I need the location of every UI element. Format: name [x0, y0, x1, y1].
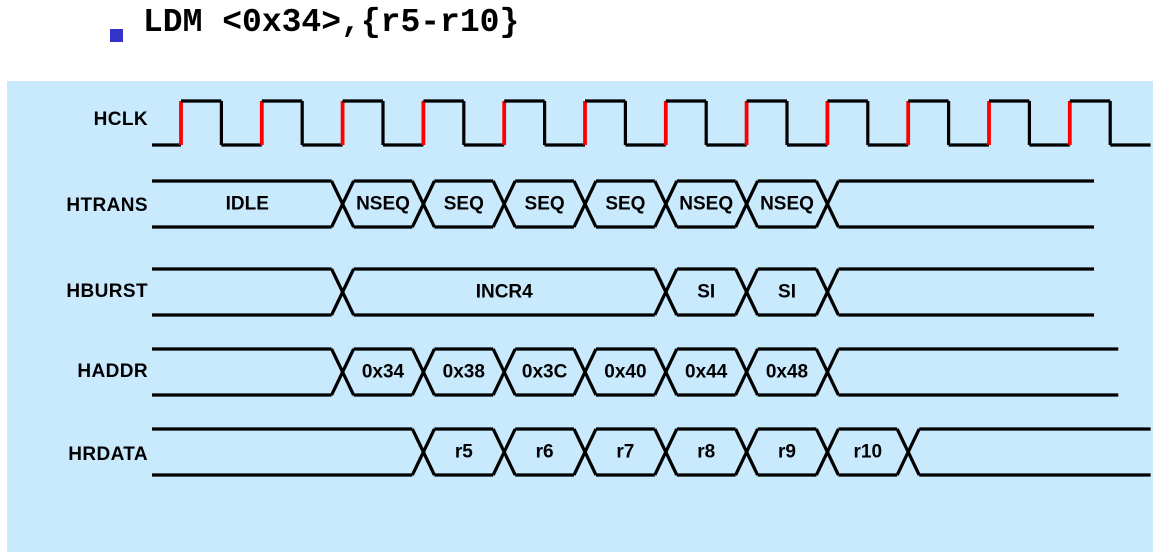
bus-value-hburst: SI: [778, 282, 796, 303]
bus-value-haddr: 0x44: [685, 362, 728, 383]
bus-value-haddr: 0x48: [766, 362, 808, 383]
bus-value-hrdata: r9: [778, 442, 796, 463]
bus-value-hrdata: r6: [536, 442, 554, 463]
bus-value-hburst: SI: [697, 282, 715, 303]
signal-label-htrans: HTRANS: [66, 195, 148, 216]
bus-value-haddr: 0x38: [443, 362, 485, 383]
bus-value-htrans: SEQ: [525, 194, 565, 215]
bus-value-hrdata: r7: [616, 442, 634, 463]
signal-label-hclk: HCLK: [93, 109, 148, 130]
bus-value-hrdata: r10: [854, 442, 883, 463]
signal-label-hburst: HBURST: [66, 281, 148, 302]
bus-value-hrdata: r5: [455, 442, 473, 463]
waveform-panel: HCLK HTRANS HBURST HADDR HRDATA IDLE NSEQ…: [7, 81, 1153, 552]
page-title: LDM <0x34>,{r5-r10}: [143, 4, 520, 41]
slide-title-row: LDM <0x34>,{r5-r10}: [0, 0, 1153, 81]
bus-value-haddr: 0x34: [362, 362, 405, 383]
bus-value-htrans: NSEQ: [356, 194, 410, 215]
bus-value-hburst: INCR4: [476, 282, 533, 303]
bus-value-htrans: IDLE: [226, 194, 269, 215]
bus-value-hrdata: r8: [697, 442, 715, 463]
signal-label-haddr: HADDR: [77, 361, 148, 382]
signal-label-hrdata: HRDATA: [68, 444, 148, 465]
bus-value-haddr: 0x3C: [522, 362, 568, 383]
bus-value-htrans: NSEQ: [760, 194, 814, 215]
bus-value-htrans: SEQ: [605, 194, 645, 215]
bus-value-haddr: 0x40: [604, 362, 646, 383]
waveform-canvas: IDLE NSEQ SEQ SEQ SEQ NSEQ NSEQ INCR4 SI SI 0x34 0x…: [152, 99, 1151, 477]
bus-value-htrans: NSEQ: [679, 194, 733, 215]
bullet-square-icon: [110, 29, 123, 42]
bus-value-htrans: SEQ: [444, 194, 484, 215]
